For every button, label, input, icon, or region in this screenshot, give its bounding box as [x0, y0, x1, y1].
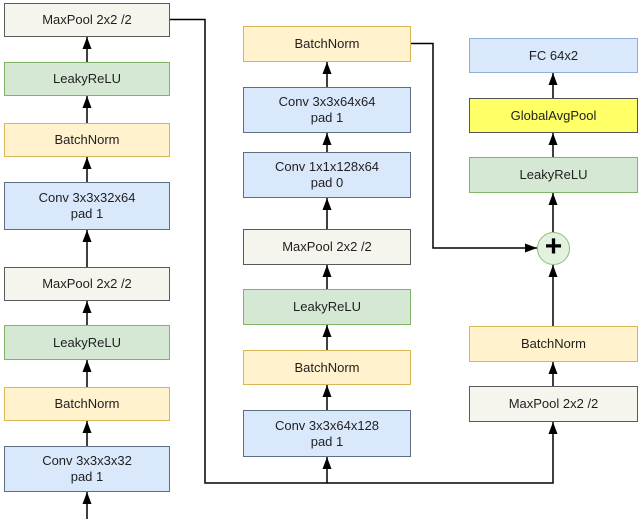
- block-mid-conv-3x3x64x128: Conv 3x3x64x128 pad 1: [243, 410, 411, 457]
- block-right-maxpool: MaxPool 2x2 /2: [469, 386, 638, 422]
- block-label: MaxPool 2x2 /2: [282, 239, 372, 254]
- block-mid-batchnorm: BatchNorm: [243, 350, 411, 385]
- block-mid-conv-3x3x64x64: Conv 3x3x64x64 pad 1: [243, 87, 411, 133]
- block-label: LeakyReLU: [519, 167, 588, 182]
- block-mid-leakyrelu: LeakyReLU: [243, 289, 411, 325]
- block-label: BatchNorm: [294, 36, 360, 51]
- block-mid-conv-1x1x128x64: Conv 1x1x128x64 pad 0: [243, 152, 411, 198]
- skip-connection-main: [170, 18, 558, 484]
- block-right-globalavgpool: GlobalAvgPool: [469, 98, 638, 133]
- block-left-maxpool-top: MaxPool 2x2 /2: [4, 3, 170, 37]
- block-sublabel: pad 1: [70, 206, 104, 221]
- block-label: GlobalAvgPool: [510, 107, 597, 123]
- block-sublabel: pad 0: [310, 175, 344, 190]
- block-label: BatchNorm: [54, 132, 120, 147]
- add-node: +: [537, 232, 570, 265]
- block-left-batchnorm-2: BatchNorm: [4, 123, 170, 157]
- block-left-conv-3x3x3x32: Conv 3x3x3x32 pad 1: [4, 446, 170, 492]
- block-label: MaxPool 2x2 /2: [42, 276, 132, 291]
- block-label: Conv 1x1x128x64: [274, 159, 380, 174]
- block-label: MaxPool 2x2 /2: [42, 12, 132, 27]
- block-label: BatchNorm: [294, 359, 360, 375]
- block-sublabel: pad 1: [70, 469, 104, 484]
- block-label: Conv 3x3x64x64: [278, 94, 376, 109]
- block-label: FC 64x2: [528, 47, 579, 63]
- block-label: BatchNorm: [54, 396, 120, 411]
- block-left-leakyrelu-1: LeakyReLU: [4, 325, 170, 360]
- block-sublabel: pad 1: [310, 110, 344, 125]
- plus-icon: +: [544, 230, 563, 263]
- block-left-batchnorm-1: BatchNorm: [4, 387, 170, 421]
- block-sublabel: pad 1: [310, 433, 344, 449]
- block-left-leakyrelu-2: LeakyReLU: [4, 62, 170, 96]
- block-label: BatchNorm: [520, 336, 587, 351]
- skip-connection-residual: [411, 42, 537, 253]
- block-right-leakyrelu: LeakyReLU: [469, 157, 638, 193]
- block-label: MaxPool 2x2 /2: [508, 396, 599, 411]
- block-mid-batchnorm-out: BatchNorm: [243, 26, 411, 62]
- block-mid-maxpool: MaxPool 2x2 /2: [243, 229, 411, 265]
- block-label: Conv 3x3x3x32: [42, 453, 132, 468]
- block-left-conv-3x3x32x64: Conv 3x3x32x64 pad 1: [4, 182, 170, 230]
- block-label: LeakyReLU: [53, 334, 121, 350]
- block-right-fc: FC 64x2: [469, 38, 638, 73]
- block-label: LeakyReLU: [53, 71, 121, 86]
- block-label: Conv 3x3x64x128: [274, 417, 380, 433]
- block-label: LeakyReLU: [293, 299, 361, 314]
- block-left-maxpool-1: MaxPool 2x2 /2: [4, 267, 170, 301]
- block-label: Conv 3x3x32x64: [38, 190, 136, 205]
- block-right-batchnorm: BatchNorm: [469, 326, 638, 362]
